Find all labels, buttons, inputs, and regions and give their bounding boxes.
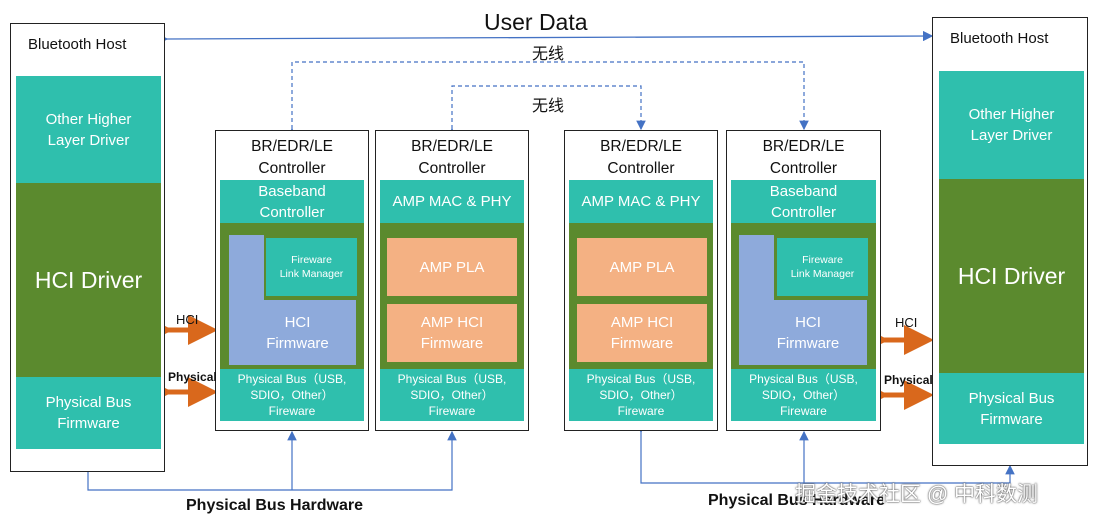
amp-pla: AMP PLA	[577, 238, 707, 296]
hardware-line-right	[636, 423, 1015, 484]
hci-driver: HCI Driver	[16, 183, 161, 377]
user-data-line	[157, 30, 934, 45]
physical-link-label-left: Physical	[168, 370, 217, 384]
hardware-line-left	[83, 430, 457, 491]
physical-bus-hardware-right: Physical Bus Hardware	[708, 492, 885, 509]
hci-link-label-left: HCI	[176, 312, 199, 327]
wireless-label-outer: 无线	[532, 46, 565, 63]
wireless-label-inner: 无线	[532, 98, 565, 115]
amp-hci-firmware: AMP HCI Firmware	[387, 304, 517, 362]
physical-bus-firmware: Physical Bus Firmware	[939, 373, 1084, 444]
baseband-controller: Baseband Controller	[220, 180, 364, 223]
other-higher-layer-driver: Other Higher Layer Driver	[16, 76, 161, 183]
hci-firmware: HCI Firmware	[229, 300, 356, 365]
physical-bus-hardware-left: Physical Bus Hardware	[186, 497, 363, 514]
amp-pla: AMP PLA	[387, 238, 517, 296]
physical-bus-fireware: Physical Bus（USB, SDIO，Other） Fireware	[569, 369, 713, 421]
physical-bus-fireware: Physical Bus（USB, SDIO，Other） Fireware	[220, 369, 364, 421]
hci-firmware: HCI Firmware	[739, 300, 867, 365]
fireware-link-manager: Fireware Link Manager	[777, 238, 868, 296]
wireless-link-outer	[287, 61, 809, 138]
host-title: Bluetooth Host	[950, 30, 1049, 47]
amp-hci-firmware: AMP HCI Firmware	[577, 304, 707, 362]
host-title: Bluetooth Host	[28, 36, 127, 53]
physical-link-label-right: Physical	[884, 373, 933, 387]
controller-title: BR/EDR/LE Controller	[600, 138, 682, 177]
watermark: 掘金技术社区 @ 中科数测	[795, 483, 1038, 506]
baseband-controller: Baseband Controller	[731, 180, 876, 223]
fireware-link-manager: Fireware Link Manager	[266, 238, 357, 296]
hci-driver: HCI Driver	[939, 179, 1084, 373]
user-data-label: User Data	[484, 9, 588, 35]
controller-title: BR/EDR/LE Controller	[411, 138, 493, 177]
controller-title: BR/EDR/LE Controller	[762, 138, 845, 177]
physical-bus-fireware: Physical Bus（USB, SDIO，Other） Fireware	[380, 369, 524, 421]
wireless-link-inner	[447, 85, 646, 138]
hci-link-label-right: HCI	[895, 315, 918, 330]
physical-bus-firmware: Physical Bus Firmware	[16, 377, 161, 449]
physical-bus-fireware: Physical Bus（USB, SDIO，Other） Fireware	[731, 369, 876, 421]
controller-title: BR/EDR/LE Controller	[251, 138, 333, 177]
amp-mac-phy: AMP MAC & PHY	[380, 180, 524, 223]
other-higher-layer-driver: Other Higher Layer Driver	[939, 71, 1084, 179]
amp-mac-phy: AMP MAC & PHY	[569, 180, 713, 223]
